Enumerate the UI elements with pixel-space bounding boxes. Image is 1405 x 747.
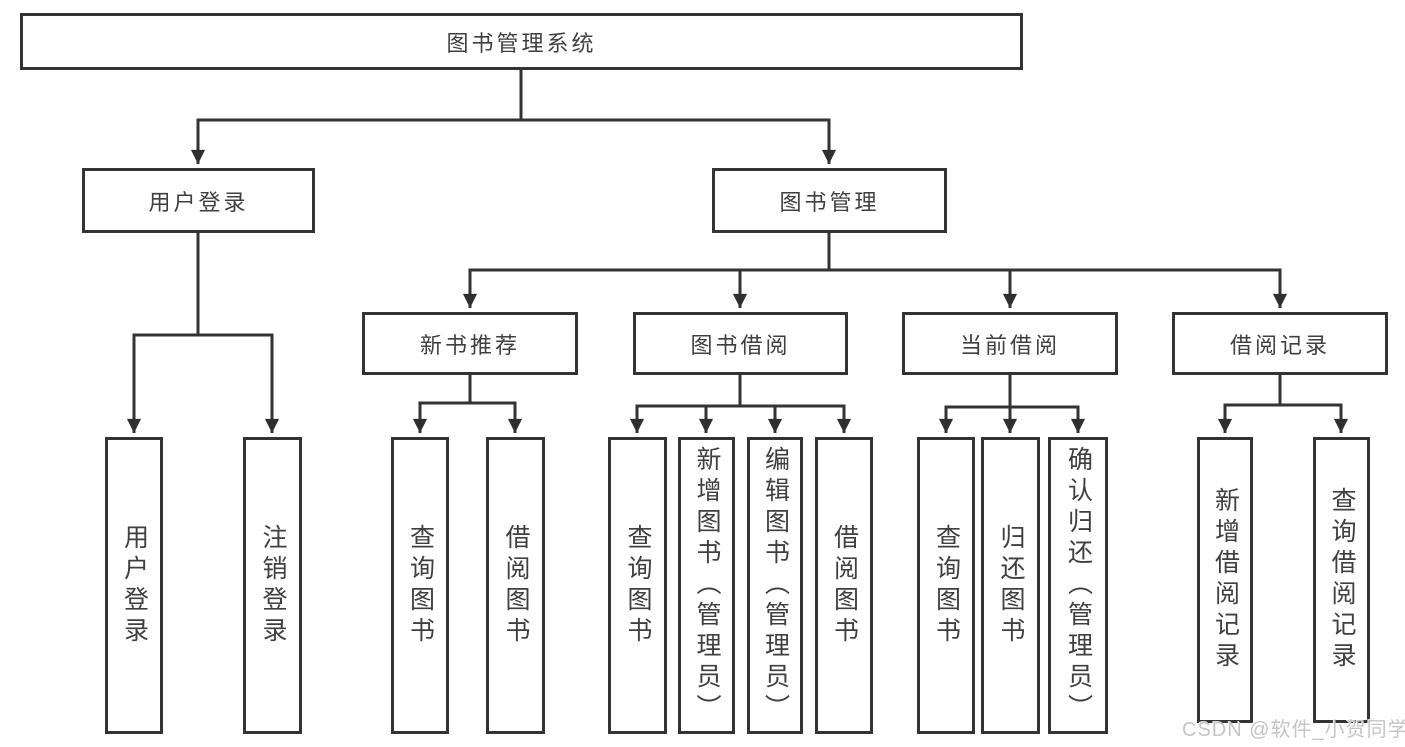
leaf-user-login: 用户登录 (105, 437, 163, 734)
node-user-login: 用户登录 (82, 168, 315, 233)
leaf-return-books: 归还图书 (981, 437, 1040, 734)
leaf-edit-books-admin: 编辑图书（管理员） (747, 437, 803, 734)
csdn-watermark: CSDN @软件_小贺同学 (1182, 719, 1405, 741)
node-borrowing-records: 借阅记录 (1172, 312, 1388, 375)
node-book-borrowing: 图书借阅 (633, 312, 848, 375)
leaf-query-books-current: 查询图书 (917, 437, 975, 734)
leaf-add-books-admin: 新增图书（管理员） (678, 437, 735, 734)
leaf-confirm-return-admin: 确认归还（管理员） (1048, 437, 1108, 734)
leaf-query-books-recommend: 查询图书 (391, 437, 449, 734)
node-root: 图书管理系统 (20, 13, 1023, 70)
leaf-query-borrow-record: 查询借阅记录 (1313, 437, 1370, 723)
leaf-borrow-books-borrowing: 借阅图书 (815, 437, 873, 734)
leaf-query-books-borrowing: 查询图书 (608, 437, 667, 734)
node-current-borrowing: 当前借阅 (902, 312, 1118, 375)
node-book-management: 图书管理 (712, 168, 947, 233)
node-new-book-recommendation: 新书推荐 (362, 312, 578, 375)
leaf-logout-login: 注销登录 (243, 437, 302, 734)
leaf-borrow-books-recommend: 借阅图书 (486, 437, 545, 734)
leaf-add-borrow-record: 新增借阅记录 (1197, 437, 1253, 723)
